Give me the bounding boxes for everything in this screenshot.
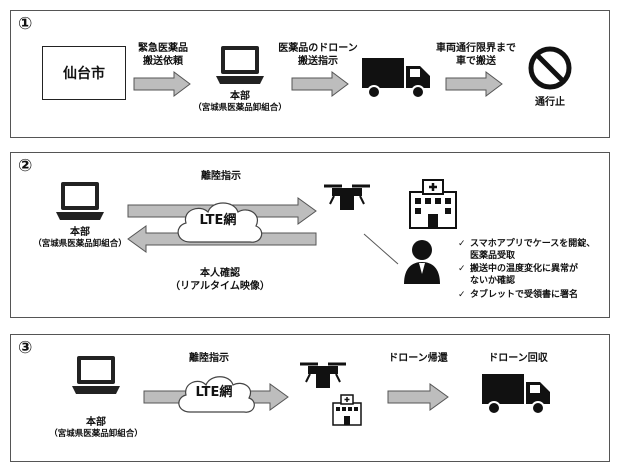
- drone-return-label: ドローン帰還: [388, 353, 448, 364]
- check-item: 搬送中の温度変化に異常が ないか確認: [458, 263, 608, 287]
- takeoff-label: 離陸指示: [189, 353, 229, 364]
- panel-2-number: ②: [18, 156, 33, 176]
- drone-icon: [324, 184, 370, 210]
- hq-label: 本部: [70, 227, 90, 238]
- hq-label: 本部: [230, 91, 250, 102]
- person-icon: [404, 240, 440, 284]
- panel-1-number: ①: [18, 14, 33, 34]
- laptop-icon: [72, 356, 120, 394]
- lte-network-label: LTE網: [199, 213, 237, 228]
- request-label: 緊急医薬品 搬送依頼: [138, 43, 188, 67]
- laptop-icon: [216, 46, 264, 84]
- arrow-right-2: [291, 71, 349, 97]
- cloud-icon: [177, 202, 263, 243]
- drone-instruction-label: 医薬品のドローン 搬送指示: [278, 43, 358, 67]
- laptop-icon: [56, 182, 104, 220]
- check-item: スマホアプリでケースを開錠、 医薬品受取: [458, 238, 608, 262]
- hospital-icon: [332, 394, 362, 426]
- hq-sub-label: （宮城県医薬品卸組合）: [49, 429, 143, 439]
- identity-check-label: 本人確認 （リアルタイム映像）: [170, 268, 270, 292]
- lte-network-label: LTE網: [195, 385, 233, 400]
- drone-collect-label: ドローン回収: [488, 353, 548, 364]
- no-entry-icon: [528, 46, 572, 90]
- view-line: [363, 233, 399, 265]
- hospital-icon: [409, 179, 457, 229]
- takeoff-label: 離陸指示: [201, 171, 241, 182]
- hq-label: 本部: [86, 417, 106, 428]
- hq-sub-label: （宮城県医薬品卸組合）: [193, 103, 287, 113]
- check-list: スマホアプリでケースを開錠、 医薬品受取 搬送中の温度変化に異常が ないか確認 …: [458, 238, 608, 302]
- arrow-right-3: [445, 71, 503, 97]
- truck-icon: [362, 58, 430, 99]
- arrow-right-1: [133, 71, 191, 97]
- arrow-right-return: [387, 383, 449, 411]
- cloud-icon: [178, 376, 255, 413]
- hq-sub-label: （宮城県医薬品卸組合）: [33, 239, 127, 249]
- drone-icon: [300, 362, 346, 388]
- no-entry-label: 通行止: [535, 97, 565, 108]
- check-item: タブレットで受領書に署名: [458, 289, 608, 301]
- sendai-city-box: 仙台市: [42, 46, 126, 100]
- panel-3-number: ③: [18, 338, 33, 358]
- panel-1: [10, 10, 610, 138]
- truck-icon: [482, 374, 550, 415]
- truck-transport-label: 車両通行限界まで 車で搬送: [436, 43, 516, 67]
